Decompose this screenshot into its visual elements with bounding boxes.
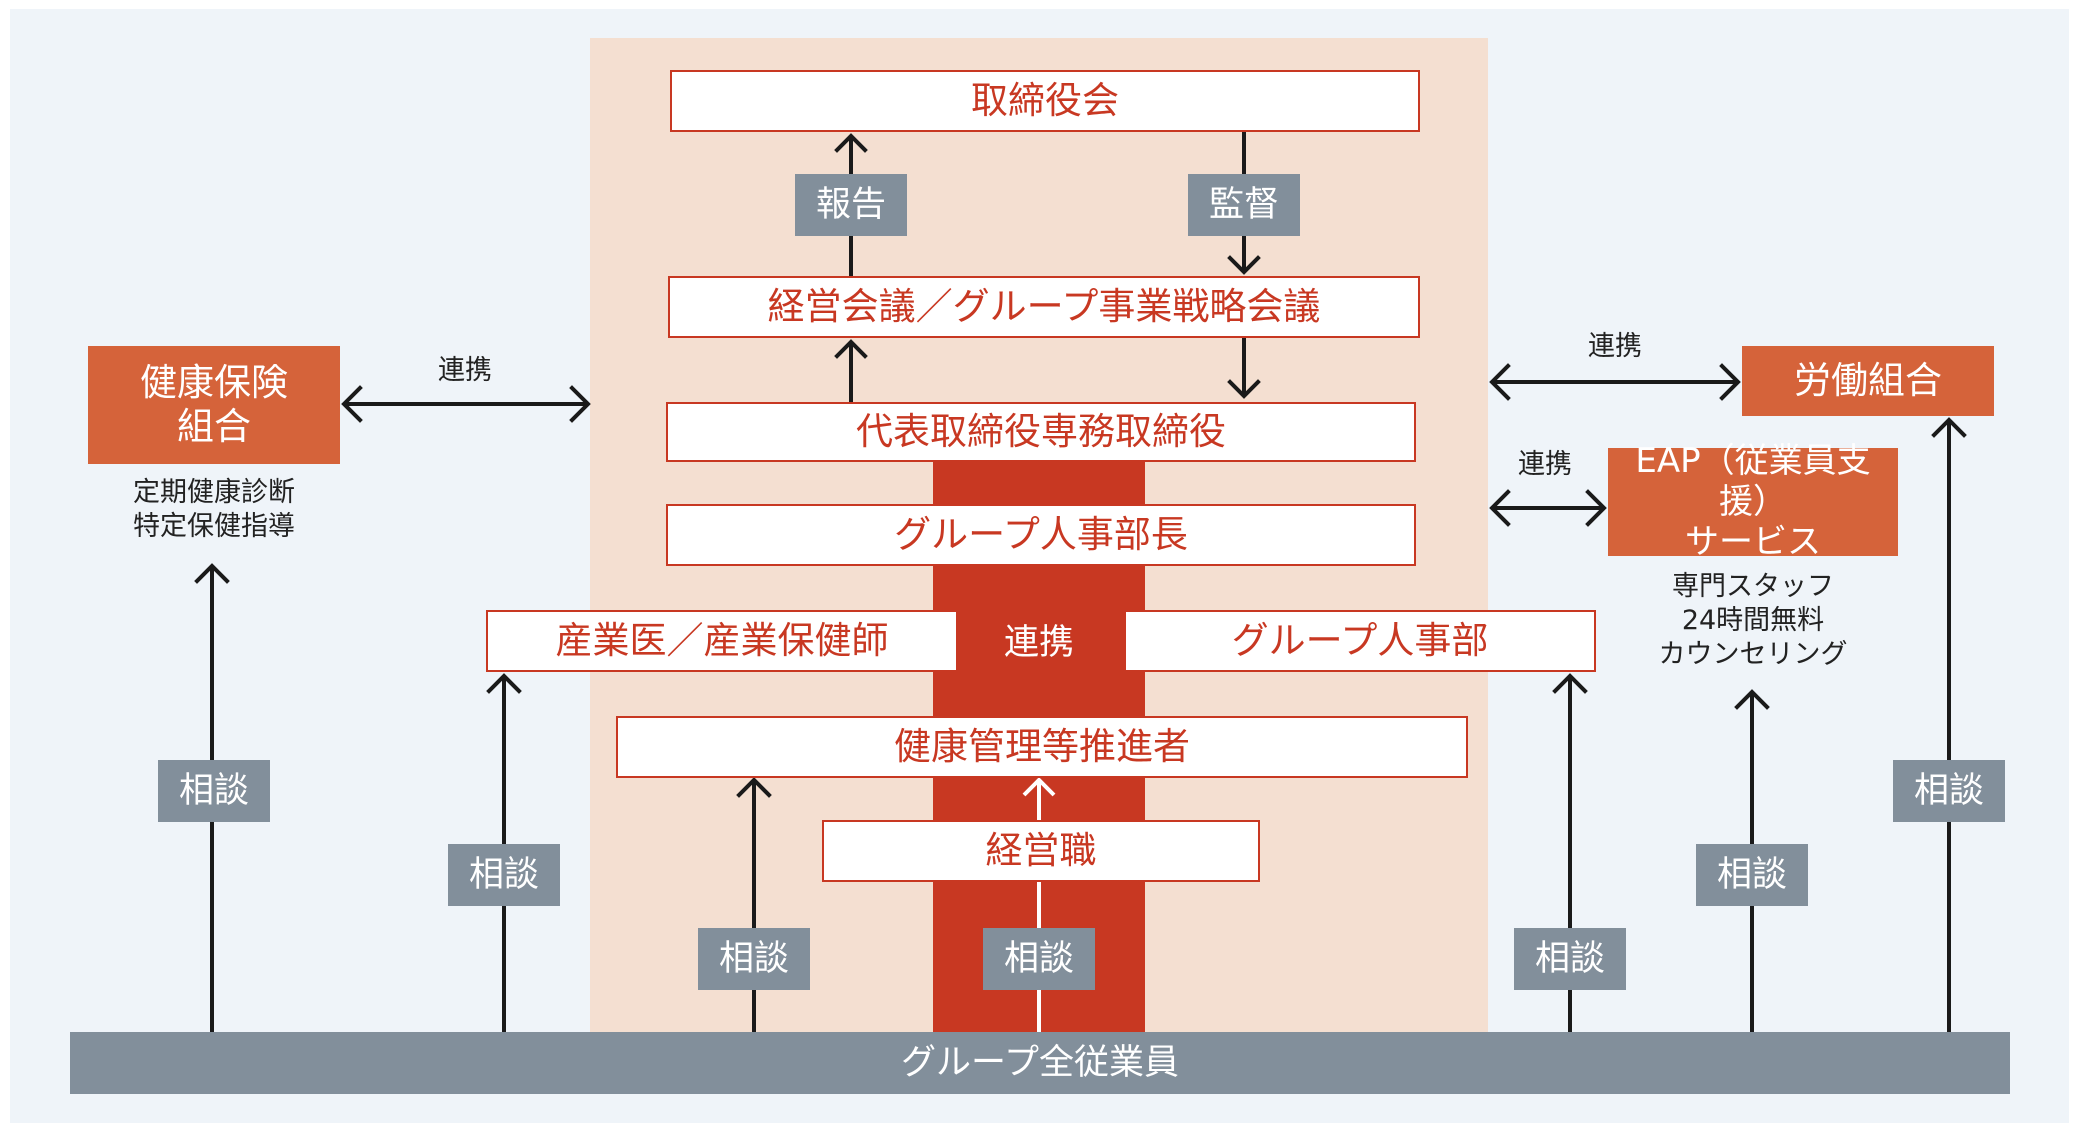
report-label: 報告 (795, 174, 907, 236)
consult-hr-head (1552, 673, 1588, 694)
exec-to-meeting-head (834, 339, 868, 359)
executive-director-box: 代表取締役専務取締役 (666, 402, 1416, 462)
consult-physician-label: 相談 (448, 844, 560, 906)
union-cooperation-head-left (1489, 363, 1511, 401)
insurance-cooperation-head-right (569, 385, 591, 423)
managers-box: 経営職 (822, 820, 1260, 882)
hr-director-box: グループ人事部長 (666, 504, 1416, 566)
insurance-cooperation-head-left (341, 385, 363, 423)
cooperation-center-label: 連携 (1003, 623, 1074, 663)
eap-cooperation-head-right (1585, 489, 1607, 527)
union-cooperation-head-right (1719, 363, 1741, 401)
consult-promoter-head (736, 777, 772, 798)
consult-promoter-label: 相談 (698, 928, 810, 990)
consult-physician-head (486, 673, 522, 694)
health-insurance-box: 健康保険 組合 (88, 346, 340, 464)
eap-note: 専門スタッフ 24時間無料 カウンセリング (1658, 571, 1848, 670)
labor-union-box: 労働組合 (1742, 346, 1994, 416)
supervise-label: 監督 (1188, 174, 1300, 236)
eap-cooperation-label: 連携 (1518, 449, 1572, 480)
meeting-to-exec-head (1227, 379, 1261, 399)
insurance-cooperation-label: 連携 (438, 355, 492, 386)
consult-insurance-head (194, 563, 230, 584)
consult-eap-label: 相談 (1696, 844, 1808, 906)
management-meeting-box: 経営会議／グループ事業戦略会議 (668, 276, 1420, 338)
board-box: 取締役会 (670, 70, 1420, 132)
health-promoter-box: 健康管理等推進者 (616, 716, 1468, 778)
consult-insurance-label: 相談 (158, 760, 270, 822)
all-employees-bar: グループ全従業員 (70, 1032, 2010, 1094)
group-hr-box: グループ人事部 (1124, 610, 1596, 672)
supervise-arrow-head (1227, 255, 1261, 275)
occupational-physician-box: 産業医／産業保健師 (486, 610, 958, 672)
eap-cooperation-head-left (1489, 489, 1511, 527)
managers-to-promoter-head (1022, 777, 1056, 797)
consult-eap-head (1734, 689, 1770, 710)
consult-union-label: 相談 (1893, 760, 2005, 822)
report-arrow-head (834, 133, 868, 153)
eap-service-box: EAP（従業員支援） サービス (1608, 441, 1898, 562)
consult-managers-label: 相談 (983, 928, 1095, 990)
consult-union-head (1931, 417, 1967, 438)
union-cooperation-label: 連携 (1588, 331, 1642, 362)
health-insurance-note: 定期健康診断 特定保健指導 (133, 477, 295, 542)
consult-hr-label: 相談 (1514, 928, 1626, 990)
